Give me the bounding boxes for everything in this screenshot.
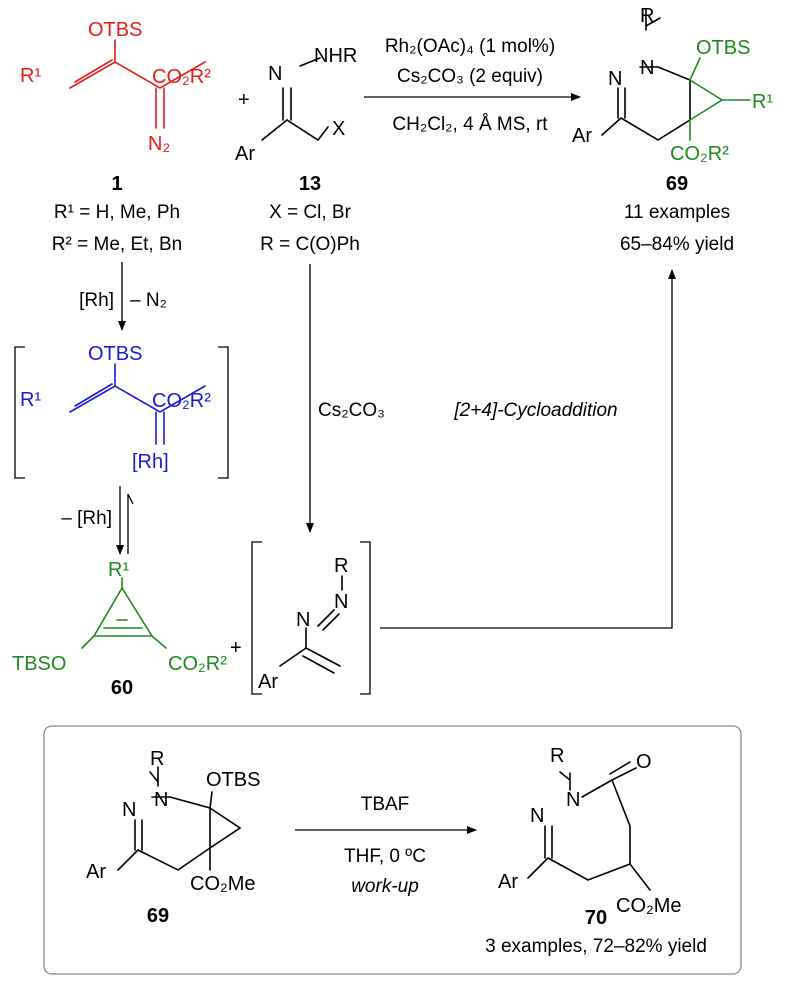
inset-69-r: R xyxy=(150,748,164,770)
inset-69-ar: Ar xyxy=(86,861,106,883)
inset-70-n2: N xyxy=(530,805,544,827)
azoalkene-ar: Ar xyxy=(258,671,278,693)
compound-13-r-definition: R = C(O)Ph xyxy=(260,234,360,255)
compound-69-n2: N xyxy=(608,68,622,90)
carbenoid-bracket-right xyxy=(218,346,229,479)
compound-13-ar: Ar xyxy=(235,143,255,165)
compound-60-structure: R¹ TBSO CO₂R² xyxy=(12,559,227,675)
inset-69-label: 69 xyxy=(147,905,169,927)
azoalkene-r: R xyxy=(334,555,348,577)
azoalkene-n2: N xyxy=(296,609,310,631)
compound-69-otbs: OTBS xyxy=(696,37,750,59)
catalyst-label: Rh₂(OAc)₄ (1 mol%) xyxy=(385,36,555,57)
inset-70-label: 70 xyxy=(585,907,607,929)
inset-box xyxy=(43,725,742,975)
compound-13-n: N xyxy=(268,63,282,85)
inset-69-otbs: OTBS xyxy=(206,769,260,791)
plus-sign-2: + xyxy=(230,637,242,659)
compound-69-examples: 11 examples xyxy=(624,202,730,223)
workup-label: work-up xyxy=(351,876,419,897)
cs2co3-label: Cs₂CO₃ xyxy=(318,400,385,421)
compound-1-r1: R¹ xyxy=(20,65,41,87)
carbenoid-rh: [Rh] xyxy=(132,451,169,473)
reverse-equilibrium-arrow xyxy=(127,493,134,554)
inset-69-n1: N xyxy=(154,789,168,811)
inset-70-co2me: CO₂Me xyxy=(616,895,682,917)
inset-70-summary: 3 examples, 72–82% yield xyxy=(485,936,707,957)
inset-69-structure: R N N OTBS Ar CO₂Me xyxy=(86,748,260,895)
compound-60-r1: R¹ xyxy=(108,559,129,581)
inset-70-o: O xyxy=(636,751,652,773)
compound-69-r1: R¹ xyxy=(752,91,773,113)
cycloaddition-label: [2+4]-Cycloaddition xyxy=(453,400,617,421)
cycloaddition-arrow xyxy=(380,269,676,629)
compound-1-n2: N₂ xyxy=(148,133,170,155)
azoalkene-structure: R N N Ar xyxy=(258,555,348,693)
compound-13-nhr: NHR xyxy=(314,45,357,67)
inset-69-n2: N xyxy=(122,799,136,821)
carbenoid-otbs: OTBS xyxy=(88,343,142,365)
compound-69-label: 69 xyxy=(666,173,688,195)
compound-69-ar: Ar xyxy=(572,125,592,147)
base-label: Cs₂CO₃ (2 equiv) xyxy=(397,66,543,87)
compound-13-x: X xyxy=(332,118,345,140)
compound-60-label: 60 xyxy=(111,677,133,699)
inset-70-structure: R N N O Ar CO₂Me xyxy=(498,745,682,917)
azoalkene-bracket-right xyxy=(360,541,371,695)
compound-13-x-definition: X = Cl, Br xyxy=(269,202,351,223)
compound-13-structure: N NHR Ar X xyxy=(235,45,357,165)
azoalkene-bracket-left xyxy=(251,541,262,695)
compound-69-structure: R N N OTBS R¹ Ar CO₂R² xyxy=(572,5,773,165)
plus-sign: + xyxy=(238,89,250,111)
compound-69-co2r2: CO₂R² xyxy=(670,143,729,165)
compound-1-r1-definition: R¹ = H, Me, Ph xyxy=(54,202,180,223)
compound-69-yield: 65–84% yield xyxy=(620,234,734,255)
inset-70-ar: Ar xyxy=(498,871,518,893)
compound-69-r: R xyxy=(640,5,654,27)
compound-60-co2r2: CO₂R² xyxy=(168,653,227,675)
solvent-label: CH₂Cl₂, 4 Å MS, rt xyxy=(392,114,548,135)
compound-69-n1: N xyxy=(640,57,654,79)
compound-13-label: 13 xyxy=(299,173,321,195)
thf-conditions-label: THF, 0 ºC xyxy=(344,846,426,867)
compound-1-label: 1 xyxy=(111,173,122,195)
tbaf-label: TBAF xyxy=(361,794,410,815)
carbenoid-structure: OTBS R¹ CO₂R² [Rh] xyxy=(20,343,211,473)
compound-1-structure: OTBS R¹ CO₂R² N₂ xyxy=(20,19,211,155)
azoalkene-n1: N xyxy=(334,591,348,613)
carbenoid-r1: R¹ xyxy=(20,389,41,411)
inset-70-r: R xyxy=(550,745,564,767)
compound-1-co2r2: CO₂R² xyxy=(152,66,211,88)
rh-arrow-right-label: – N₂ xyxy=(130,290,167,311)
compound-1-otbs: OTBS xyxy=(88,19,142,41)
carbenoid-bracket-left xyxy=(14,346,25,479)
compound-60-tbso: TBSO xyxy=(12,653,66,675)
inset-69-co2me: CO₂Me xyxy=(190,873,256,895)
rh-arrow-left-label: [Rh] xyxy=(79,290,114,311)
carbenoid-co2r2: CO₂R² xyxy=(152,390,211,412)
rh-loss-label: – [Rh] xyxy=(61,508,112,529)
inset-70-n1: N xyxy=(566,789,580,811)
compound-1-r2-definition: R² = Me, Et, Bn xyxy=(52,234,182,255)
